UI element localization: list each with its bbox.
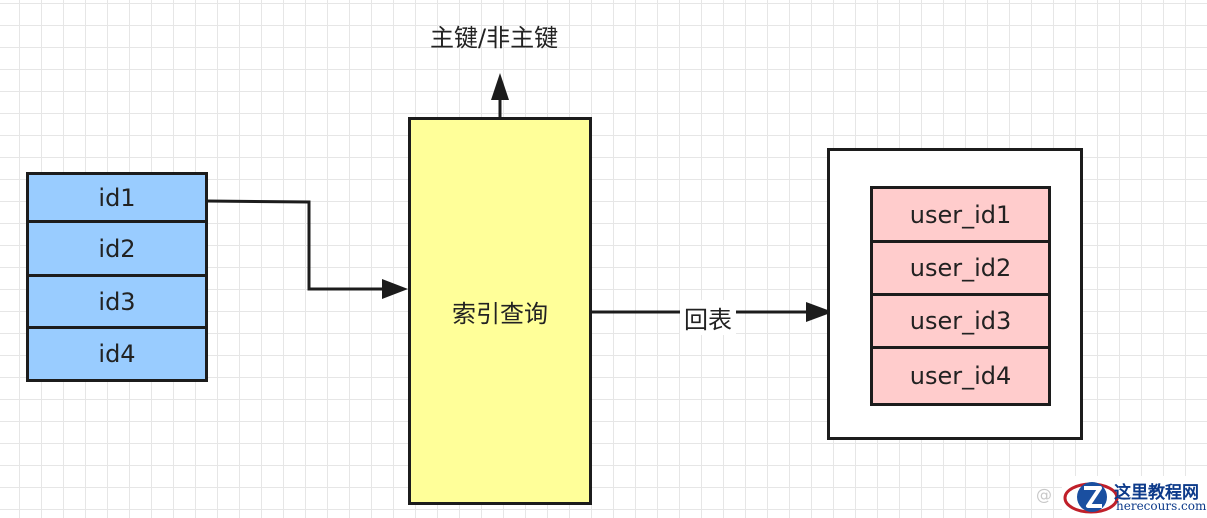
index-query-box: 索引查询	[408, 117, 592, 505]
id1-to-query-arrowhead	[382, 279, 408, 299]
table-container: user_id1 user_id2 user_id3 user_id4	[827, 148, 1083, 440]
id-cell: id4	[26, 326, 208, 382]
query-to-top-arrowhead	[491, 73, 509, 100]
watermark-at-sign: @	[1036, 485, 1052, 504]
primary-key-label: 主键/非主键	[430, 24, 559, 52]
id-cell: id2	[26, 220, 208, 277]
user-id-cell: user_id3	[870, 293, 1051, 349]
id-cell: id1	[26, 172, 208, 223]
watermark-title: 这里教程网	[1114, 483, 1199, 503]
user-id-cell: user_id2	[870, 240, 1051, 296]
watermark-logo-icon	[1063, 482, 1119, 514]
index-query-label: 索引查询	[452, 299, 548, 328]
query-to-table-arrowhead	[806, 302, 833, 322]
user-id-cell: user_id4	[870, 346, 1051, 406]
watermark-url: herecours.com	[1116, 499, 1207, 513]
id1-to-query-arrow	[206, 199, 385, 291]
user-id-cell: user_id1	[870, 186, 1051, 243]
user-id-list: user_id1 user_id2 user_id3 user_id4	[870, 186, 1051, 406]
back-to-table-label: 回表	[680, 300, 736, 335]
watermark: 这里教程网 herecours.com	[1062, 476, 1207, 518]
id-cell: id3	[26, 274, 208, 329]
id-list: id1 id2 id3 id4	[26, 172, 208, 382]
